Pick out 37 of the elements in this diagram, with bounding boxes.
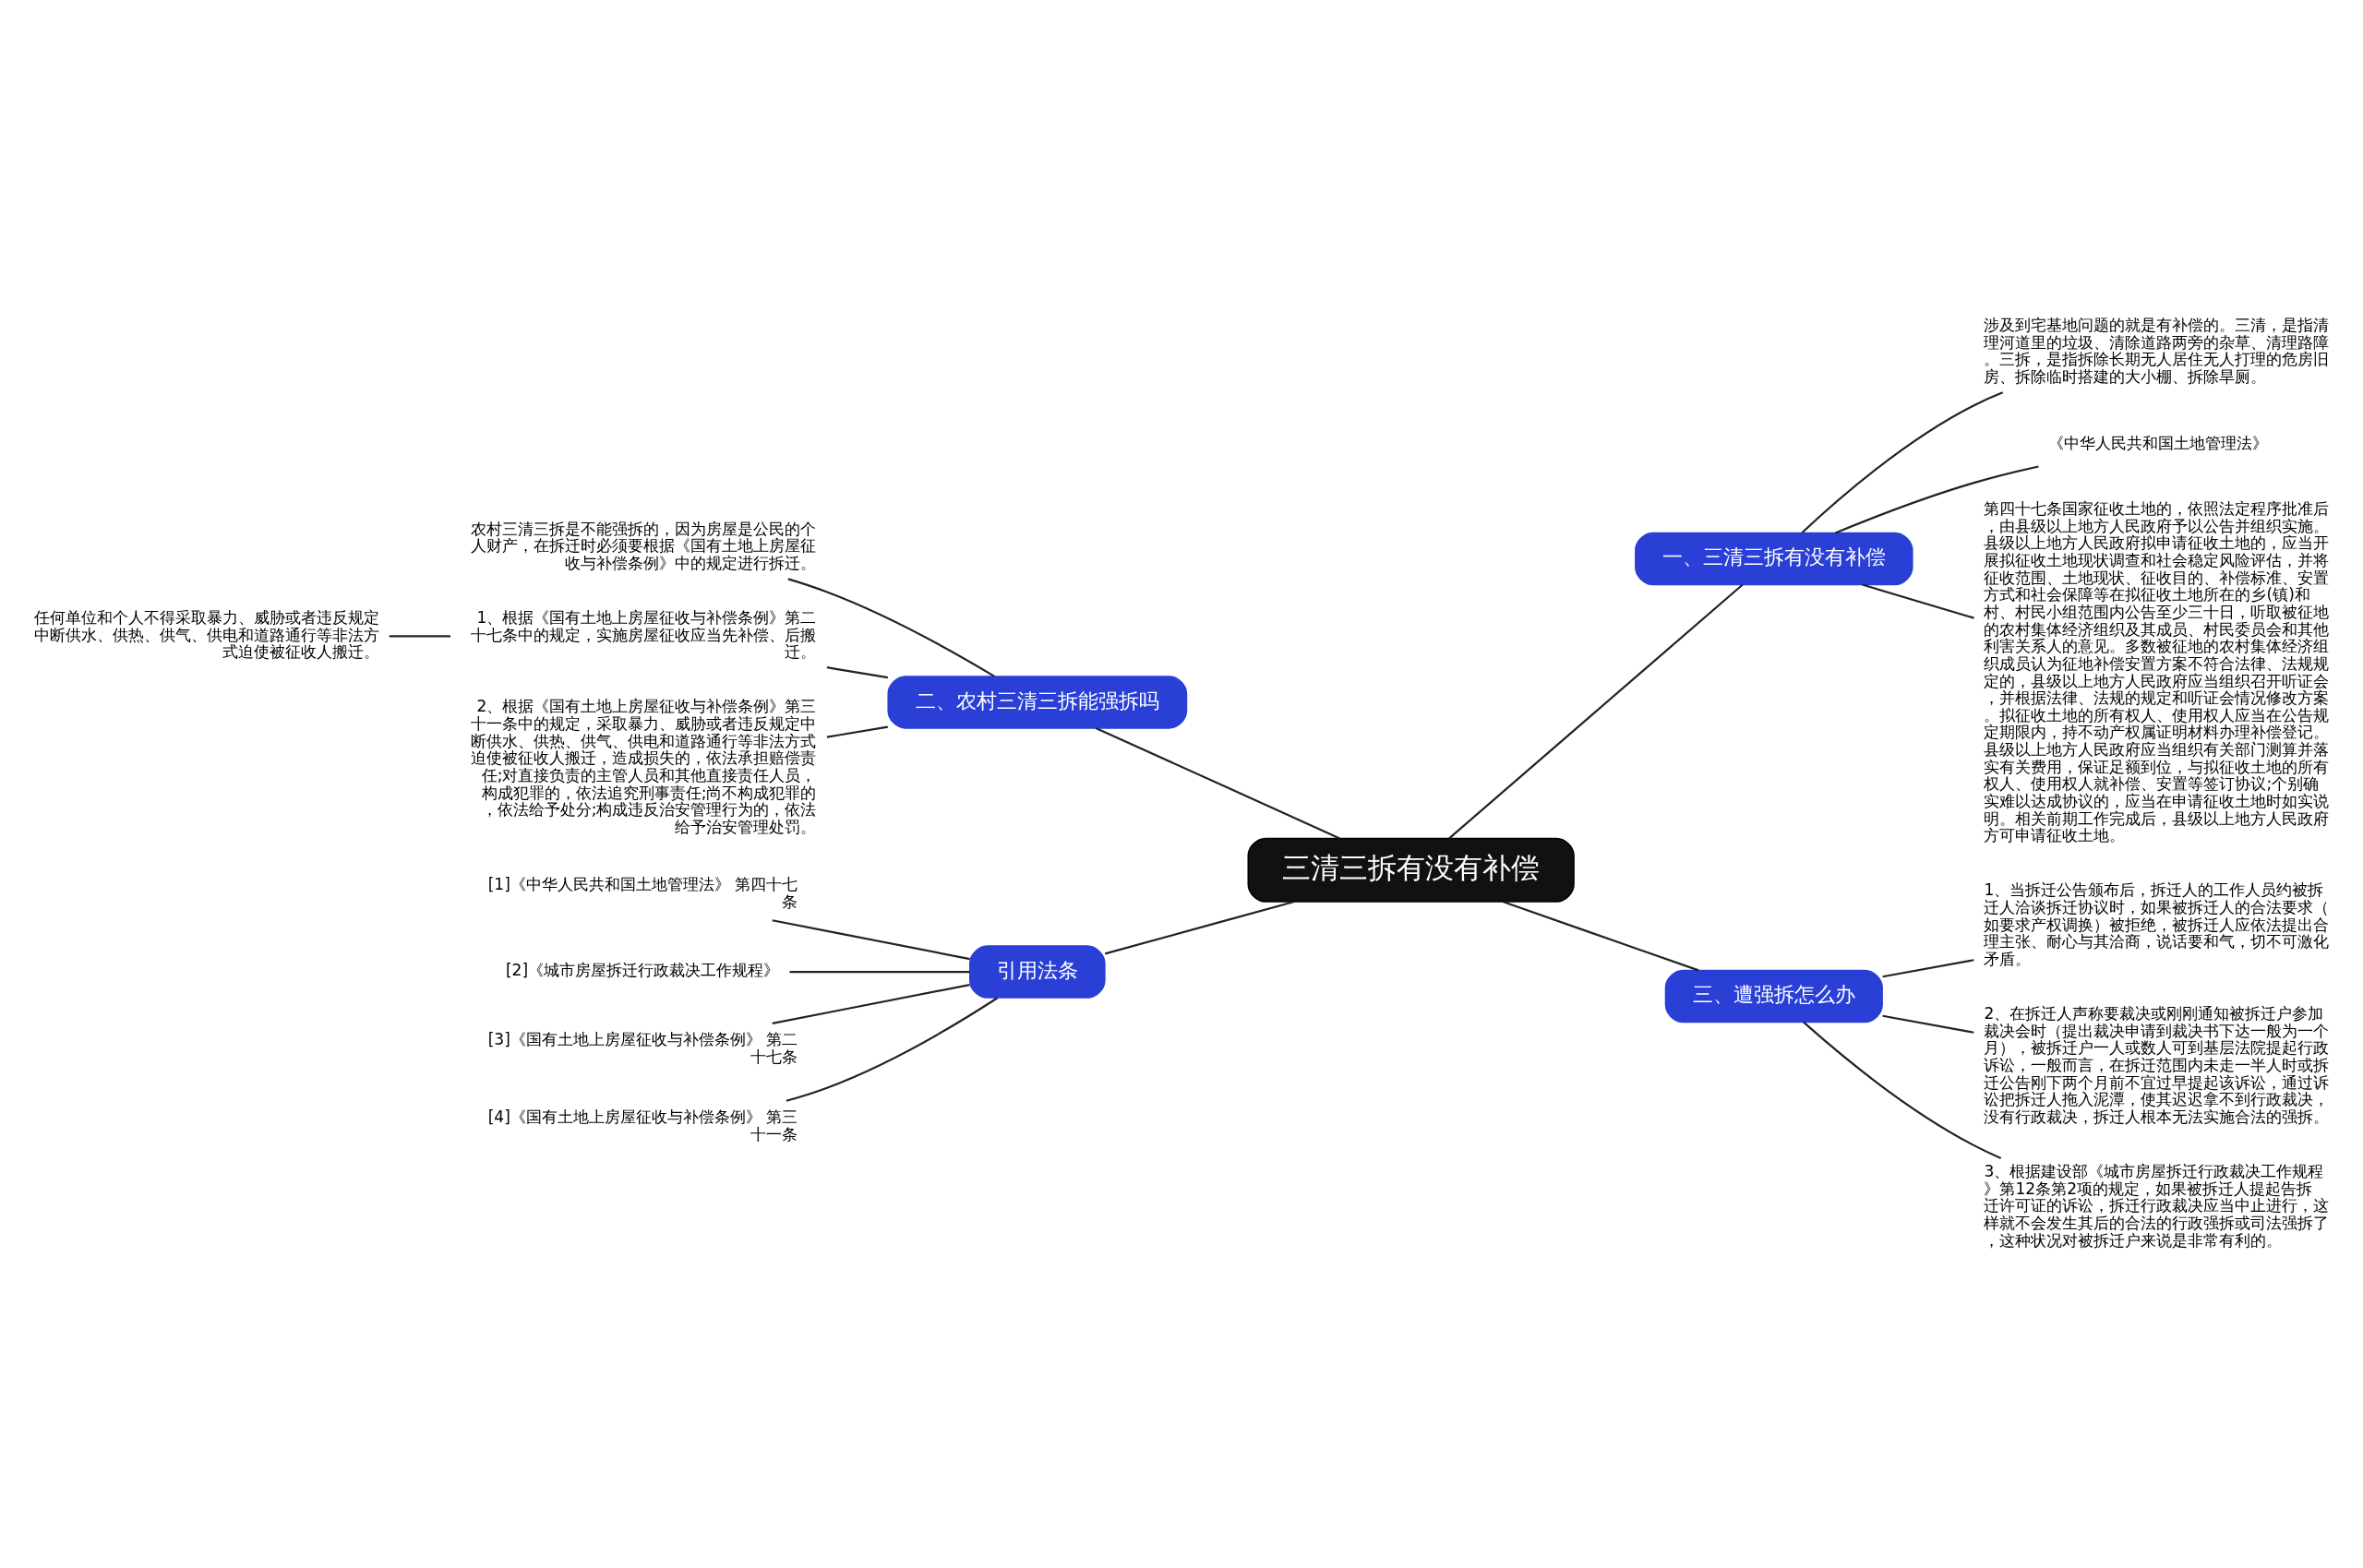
connector: [1448, 583, 1744, 840]
node-box: 一、三清三拆有没有补偿: [1635, 532, 1913, 586]
node-box: 二、农村三清三拆能强拆吗: [887, 676, 1188, 729]
node-text: [3]《国有土地上房屋征收与补偿条例》 第二十七条: [487, 1030, 798, 1066]
node-text: 2、在拆迁人声称要裁决或刚刚通知被拆迁户参加裁决会时（提出裁决申请到裁决书下达一般为一个月），被拆迁户一人或数人可到基层法院提起行政诉讼，一般而言，在拆迁范围内未走一半人时或拆迁公告刚下两个月前不宜过早提起该诉讼，通过诉讼把拆迁人拖入泥潭，使其迟迟拿不到行政裁决，没有行政裁决，拆迁人根本无法实施合法的强拆。: [1984, 1004, 2330, 1126]
node-text: [4]《国有土地上房屋征收与补偿条例》 第三十一条: [487, 1107, 798, 1143]
connector: [1104, 900, 1295, 955]
connector: [772, 919, 970, 961]
node-box: 三、遭强拆怎么办: [1664, 969, 1883, 1023]
connector: [389, 635, 450, 638]
connector: [1834, 465, 2039, 534]
node-text: 2、根据《国有土地上房屋征收与补偿条例》第三十一条中的规定，采取暴力、威胁或者违反规定中断供水、供热、供气、供电和道路通行等非法方式迫使被征收人搬迁，造成损失的，依法承担赔偿责任;对直接负责的主管人员和其他直接责任人员，构成犯罪的，依法追究刑事责任;尚不构成犯罪的，依法给予处分;构成违反治安管理行为的，依法给予治安管理处罚。: [471, 697, 817, 837]
node-box: 三清三拆有没有补偿: [1247, 837, 1575, 903]
connector: [787, 578, 995, 677]
node-text: 3、根据建设部《城市房屋拆迁行政裁决工作规程》第12条第2项的规定，如果被拆迁人提起告拆迁许可证的诉讼，拆迁行政裁决应当中止进行，这样就不会发生其后的合法的行政强拆或司法强拆了，这种状况对被拆迁户来说是非常有利的。: [1984, 1162, 2330, 1250]
connector: [1502, 901, 1699, 972]
connector: [1095, 726, 1340, 840]
connector: [1882, 959, 1974, 978]
node-box: 引用法条: [969, 945, 1106, 999]
connector: [1803, 1021, 2002, 1159]
node-text: 1、当拆迁公告颁布后，拆迁人的工作人员约被拆迁人洽谈拆迁协议时，如果被拆迁人的合法要求（如要求产权调换）被拒绝，被拆迁人应依法提出合理主张、耐心与其洽商，说话要和气，切不可激化矛盾。: [1984, 880, 2330, 968]
connector: [789, 971, 970, 974]
connector: [826, 725, 888, 738]
node-text: 第四十七条国家征收土地的，依照法定程序批准后，由县级以上地方人民政府予以公告并组织实施。县级以上地方人民政府拟申请征收土地的，应当开展拟征收土地现状调查和社会稳定风险评估，并将征收范围、土地现状、征收目的、补偿标准、安置方式和社会保障等在拟征收土地所在的乡(镇)和村、村民小组范围内公告至少三十日，听取被征地的农村集体经济组织及其成员、村民委员会和其他利害关系人的意见。多数被征地的农村集体经济组织成员认为征地补偿安置方案不符合法律、法规规定的，县级以上地方人民政府应当组织召开听证会，并根据法律、法规的规定和听证会情况修改方案。拟征收土地的所有权人、使用权人应当在公告规定期限内，持不动产权属证明材料办理补偿登记。县级以上地方人民政府应当组织有关部门测算并落实有关费用，保证足额到位，与拟征收土地的所有权人、使用权人就补偿、安置等签订协议;个别确实难以达成协议的，应当在申请征收土地时如实说明。相关前期工作完成后，县级以上地方人民政府方可申请征收土地。: [1984, 499, 2330, 845]
node-text: [1]《中华人民共和国土地管理法》 第四十七条: [487, 875, 798, 911]
node-text: [2]《城市房屋拆迁行政裁决工作规程》: [505, 961, 780, 980]
connector: [1882, 1014, 1974, 1034]
connector: [772, 984, 970, 1024]
node-text: 1、根据《国有土地上房屋征收与补偿条例》第二十七条中的规定，实施房屋征收应当先补偿、后搬迁。: [471, 608, 817, 662]
connector: [826, 666, 888, 679]
connector: [786, 997, 999, 1102]
node-text: 任何单位和个人不得采取暴力、威胁或者违反规定中断供水、供热、供气、供电和道路通行等非法方式迫使被征收人搬迁。: [33, 608, 379, 662]
node-text: 涉及到宅基地问题的就是有补偿的。三清，是指清理河道里的垃圾、清除道路两旁的杂草、清理路障。三拆，是指拆除长期无人居住无人打理的危房旧房、拆除临时搭建的大小棚、拆除旱厕。: [1984, 316, 2330, 387]
node-text: 《中华人民共和国土地管理法》: [2048, 433, 2269, 452]
node-text: 农村三清三拆是不能强拆的，因为房屋是公民的个人财产，在拆迁时必须要根据《国有土地上房屋征收与补偿条例》中的规定进行拆迁。: [471, 519, 817, 573]
connector: [1862, 583, 1974, 619]
connector: [1801, 391, 2004, 534]
